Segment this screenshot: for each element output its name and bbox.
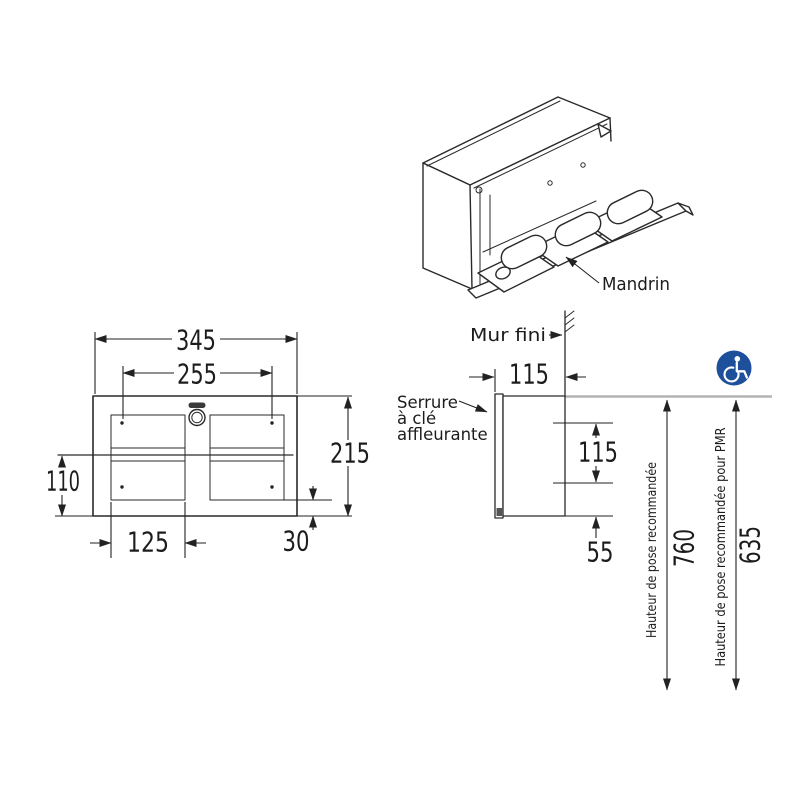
pmr-height-label: Hauteur de pose recommandée pour PMR: [714, 428, 729, 667]
standard-height-label: Hauteur de pose recommandée: [645, 462, 660, 638]
lock-label-line2: à clé: [397, 409, 436, 428]
side-body: [502, 395, 566, 517]
iso-flap-lip: [677, 202, 694, 216]
side-dimension-lines: [458, 331, 613, 538]
front-left-window: [110, 414, 186, 501]
fixing-hole: [120, 485, 124, 489]
iso-interior-back-edge: [482, 200, 597, 253]
iso-corner-screw: [475, 186, 483, 194]
dim-inner-spacing: 115: [578, 436, 618, 469]
side-view: 115 115 55 Mur fini Serrure à clé affleu…: [397, 310, 772, 569]
lock-label-line1: Serrure: [397, 393, 458, 412]
iso-back-hole: [580, 162, 586, 168]
dim-bottom-spacing: 55: [587, 536, 614, 569]
lock-label-line3: affleurante: [397, 425, 488, 444]
lock-keyhole-slot: [188, 402, 206, 408]
fixing-hole: [270, 485, 274, 489]
iso-box-top-face: [422, 96, 611, 186]
wheelchair-badge: [716, 350, 752, 386]
wall-hatching: [564, 310, 575, 333]
front-right-window: [209, 414, 285, 501]
mandrin-leader-line: [565, 256, 600, 284]
fixing-hole: [270, 421, 274, 425]
pmr-height-value: 635: [734, 526, 767, 564]
side-face-plate: [494, 393, 504, 519]
dim-overall-height: 215: [330, 437, 370, 470]
iso-mandrel: [606, 189, 654, 225]
iso-back-hole: [547, 180, 553, 186]
dim-depth: 115: [509, 358, 549, 391]
iso-roll-core-hole: [495, 266, 511, 280]
dim-window-width: 125: [127, 526, 169, 559]
fixing-hole: [120, 421, 124, 425]
mandrin-label: Mandrin: [602, 274, 670, 295]
iso-view: Mandrin: [422, 96, 694, 299]
front-dimension-lines: [55, 332, 352, 558]
dim-fixing-spacing: 255: [177, 358, 217, 391]
dim-overall-width: 345: [176, 324, 216, 357]
wall-label: Mur fini: [470, 325, 546, 346]
iso-box-left-face: [422, 162, 473, 290]
iso-mandrel: [500, 234, 548, 270]
wheelchair-icon-head: [734, 356, 741, 362]
iso-hinge-detail: [597, 123, 612, 138]
side-lock-detail: [496, 508, 502, 516]
wheelchair-icon-body: [735, 361, 749, 379]
mounting-height-dimensions: Hauteur de pose recommandée 760 Hauteur …: [645, 399, 767, 691]
dim-bottom-offset: 30: [283, 525, 310, 558]
wheelchair-icon-wheel: [723, 366, 740, 383]
front-view: 345 255 215 110 125 30: [46, 324, 370, 559]
standard-height-value: 760: [668, 529, 701, 567]
iso-mandrel: [554, 211, 602, 247]
dim-lower-height: 110: [46, 465, 80, 498]
